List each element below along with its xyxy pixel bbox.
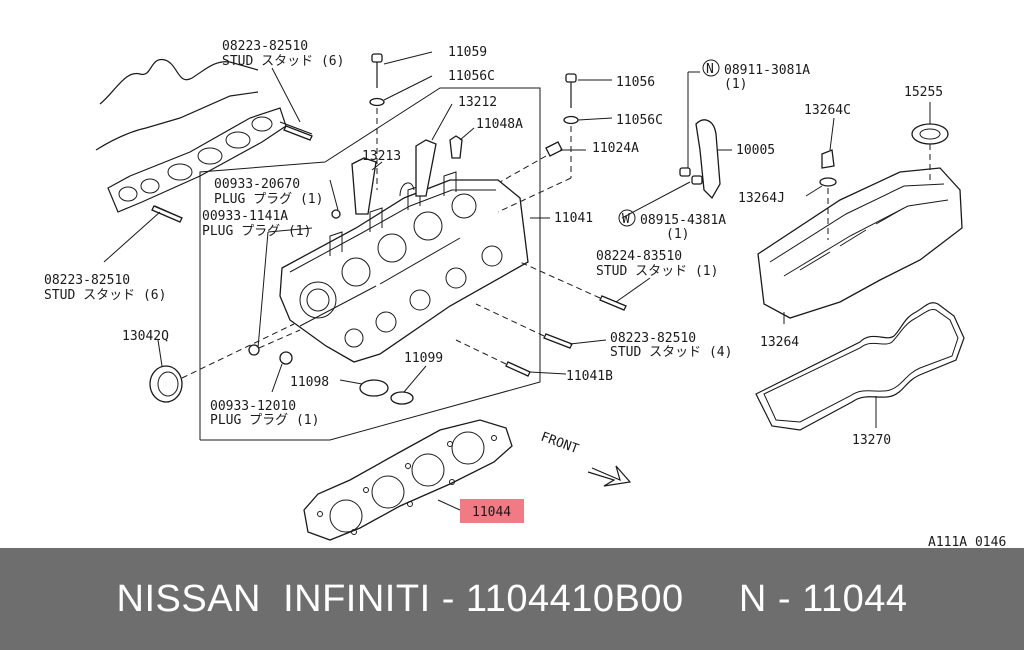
label-plug-1-a: PLUG プラグ (1) (214, 192, 323, 207)
n-mark-circle (702, 59, 720, 77)
label-front: FRONT (539, 430, 581, 458)
label-qty-1-b: (1) (666, 227, 689, 242)
label-13270: 13270 (852, 433, 891, 448)
label-stud-6-left: STUD スタッド (6) (44, 288, 166, 303)
label-13264J: 13264J (738, 191, 785, 206)
label-11056C-top: 11056C (448, 69, 495, 84)
label-13213: 13213 (362, 149, 401, 164)
label-11056C-right: 11056C (616, 113, 663, 128)
footer-banner: NISSAN INFINITI - 1104410B00 N - 11044 (0, 548, 1024, 650)
label-11059: 11059 (448, 45, 487, 60)
label-08223-82510-mid: 08223-82510 (610, 331, 696, 346)
label-plug-1-c: PLUG プラグ (1) (210, 413, 319, 428)
label-11044-highlight: 11044 (472, 505, 511, 520)
label-stud-4: STUD スタッド (4) (610, 345, 732, 360)
label-00933-20670: 00933-20670 (214, 177, 300, 192)
label-11024A: 11024A (592, 141, 639, 156)
label-stud-6-top: STUD スタッド (6) (222, 54, 344, 69)
label-stud-1: STUD スタッド (1) (596, 264, 718, 279)
front-arrow (587, 465, 632, 487)
label-10005: 10005 (736, 143, 775, 158)
label-plug-1-b: PLUG プラグ (1) (202, 224, 311, 239)
label-08223-82510-top: 08223-82510 (222, 39, 308, 54)
w-mark-circle (618, 209, 636, 227)
label-13212: 13212 (458, 95, 497, 110)
label-11098: 11098 (290, 375, 329, 390)
label-diagram-ref: A111A 0146 (928, 535, 1006, 548)
label-08911-3081A: 08911-3081A (724, 63, 810, 78)
label-11048A: 11048A (476, 117, 523, 132)
label-13264C: 13264C (804, 103, 851, 118)
label-11099: 11099 (404, 351, 443, 366)
label-08915-4381A: 08915-4381A (640, 213, 726, 228)
highlight-box-11044 (460, 499, 524, 523)
label-08223-82510-left: 08223-82510 (44, 273, 130, 288)
leader-lines (103, 51, 931, 511)
label-13042Q: 13042Q (122, 329, 169, 344)
label-00933-1141A: 00933-1141A (202, 209, 288, 224)
label-15255: 15255 (904, 85, 943, 100)
label-11056: 11056 (616, 75, 655, 90)
label-08224-83510: 08224-83510 (596, 249, 682, 264)
label-11041: 11041 (554, 211, 593, 226)
cylinder-head-drawing (279, 171, 529, 363)
cylinder-head-frame (199, 87, 550, 441)
footer-part-number-text: NISSAN INFINITI - 1104410B00 N - 11044 (116, 577, 908, 620)
chain-guide-drawing (679, 71, 721, 200)
head-hardware-drawing (149, 53, 627, 405)
rocker-cover-drawing (757, 123, 963, 319)
parts-diagram: 08223-82510 STUD スタッド (6) 11059 11056C 1… (44, 39, 1006, 548)
label-w-mark: W (622, 212, 630, 227)
label-00933-12010: 00933-12010 (210, 399, 296, 414)
label-qty-1-a: (1) (724, 77, 747, 92)
head-gasket-drawing (303, 419, 513, 541)
callout-labels: 08223-82510 STUD スタッド (6) 11059 11056C 1… (44, 39, 1006, 548)
label-n-mark: N (706, 62, 714, 77)
rocker-gasket-drawing (755, 302, 965, 431)
label-13264: 13264 (760, 335, 799, 350)
label-11041B: 11041B (566, 369, 613, 384)
